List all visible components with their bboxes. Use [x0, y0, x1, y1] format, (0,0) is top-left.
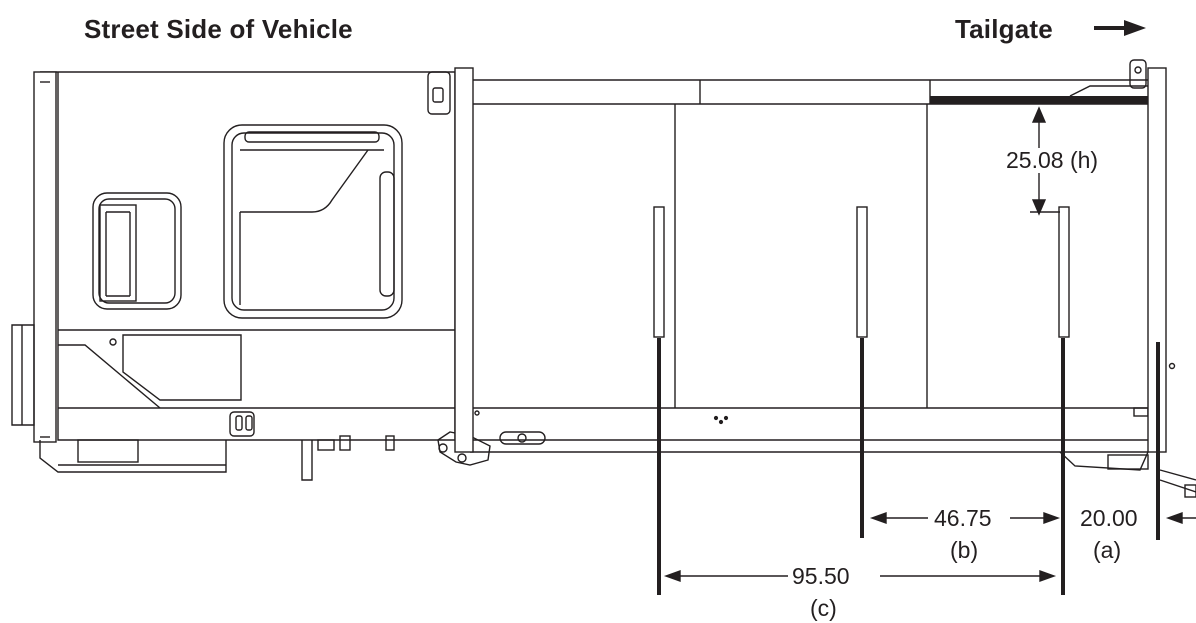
dimension-b-value: 46.75	[932, 505, 994, 531]
street-side-heading: Street Side of Vehicle	[84, 14, 353, 44]
height-tag: (h)	[1069, 147, 1099, 173]
height-dimension-label: 25.08 (h)	[1004, 147, 1101, 173]
dimension-c-value: 95.50	[790, 563, 852, 589]
front-compartment	[11, 71, 456, 443]
dimension-posts	[657, 338, 1160, 595]
side-wall	[454, 59, 1176, 453]
height-value: 25.08	[1006, 147, 1064, 173]
arrow-right-icon	[1094, 20, 1146, 36]
dimension-a-value: 20.00	[1078, 505, 1140, 531]
tailgate-heading: Tailgate	[955, 14, 1053, 44]
dimension-c-tag: (c)	[810, 595, 837, 621]
dimension-lines	[663, 106, 1196, 582]
lower-chassis	[39, 407, 1196, 498]
dimension-a-tag: (a)	[1093, 537, 1122, 563]
dimension-b-tag: (b)	[950, 537, 979, 563]
